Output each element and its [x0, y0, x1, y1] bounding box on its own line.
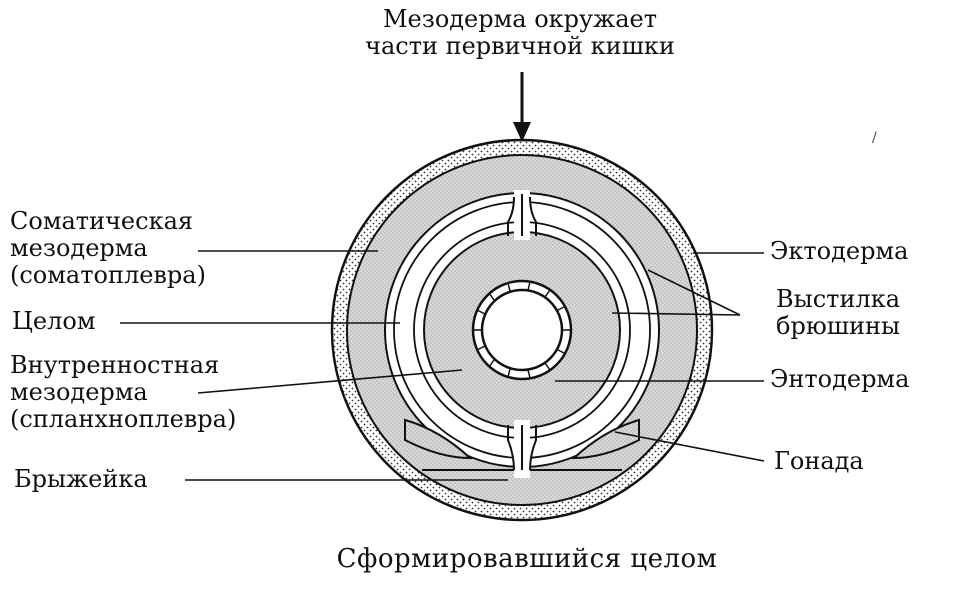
somatic-mesoderm-label: Соматическая мезодерма (соматоплевра) — [10, 208, 206, 289]
peritoneum-line2: брюшины — [776, 312, 901, 340]
leader-lines — [120, 250, 765, 481]
coelom-label: Целом — [12, 307, 96, 335]
top-arrow — [513, 72, 531, 142]
somatic-line1: Соматическая — [10, 207, 194, 235]
peritoneum-line1: Выстилка — [776, 285, 901, 313]
ventral-mesentery — [422, 420, 622, 478]
diagram-caption: Сформировавшийся целом — [336, 544, 718, 574]
top-label-line1: Мезодерма окружает — [382, 5, 658, 33]
endoderm-label: Энтодерма — [770, 365, 910, 393]
leader-peritoneum-2 — [611, 312, 741, 316]
gonad-left — [404, 418, 473, 460]
gonad-right — [571, 418, 640, 460]
visceral-line3: (спланхноплевра) — [10, 405, 237, 433]
leader-visceral — [197, 369, 463, 394]
top-label: Мезодерма окружает части первичной кишки — [350, 6, 690, 60]
visceral-line2: мезодерма — [10, 378, 148, 406]
somatic-line2: мезодерма — [10, 234, 148, 262]
visceral-line1: Внутренностная — [10, 351, 220, 379]
endoderm-cells — [473, 281, 571, 379]
ectoderm-label: Эктодерма — [770, 237, 909, 265]
gut-lumen — [480, 288, 564, 372]
leader-peritoneum-1 — [647, 269, 741, 316]
top-label-line2: части первичной кишки — [365, 32, 675, 60]
peritoneum-label: Выстилка брюшины — [776, 286, 900, 340]
dorsal-mesentery — [507, 190, 537, 240]
scan-mark: / — [872, 130, 877, 146]
gonad-label: Гонада — [774, 447, 864, 475]
visceral-mesoderm-label: Внутренностная мезодерма (спланхноплевра… — [10, 352, 236, 433]
somatic-line3: (соматоплевра) — [10, 261, 206, 289]
leader-gonad — [614, 431, 765, 462]
mesentery-label: Брыжейка — [14, 465, 148, 493]
